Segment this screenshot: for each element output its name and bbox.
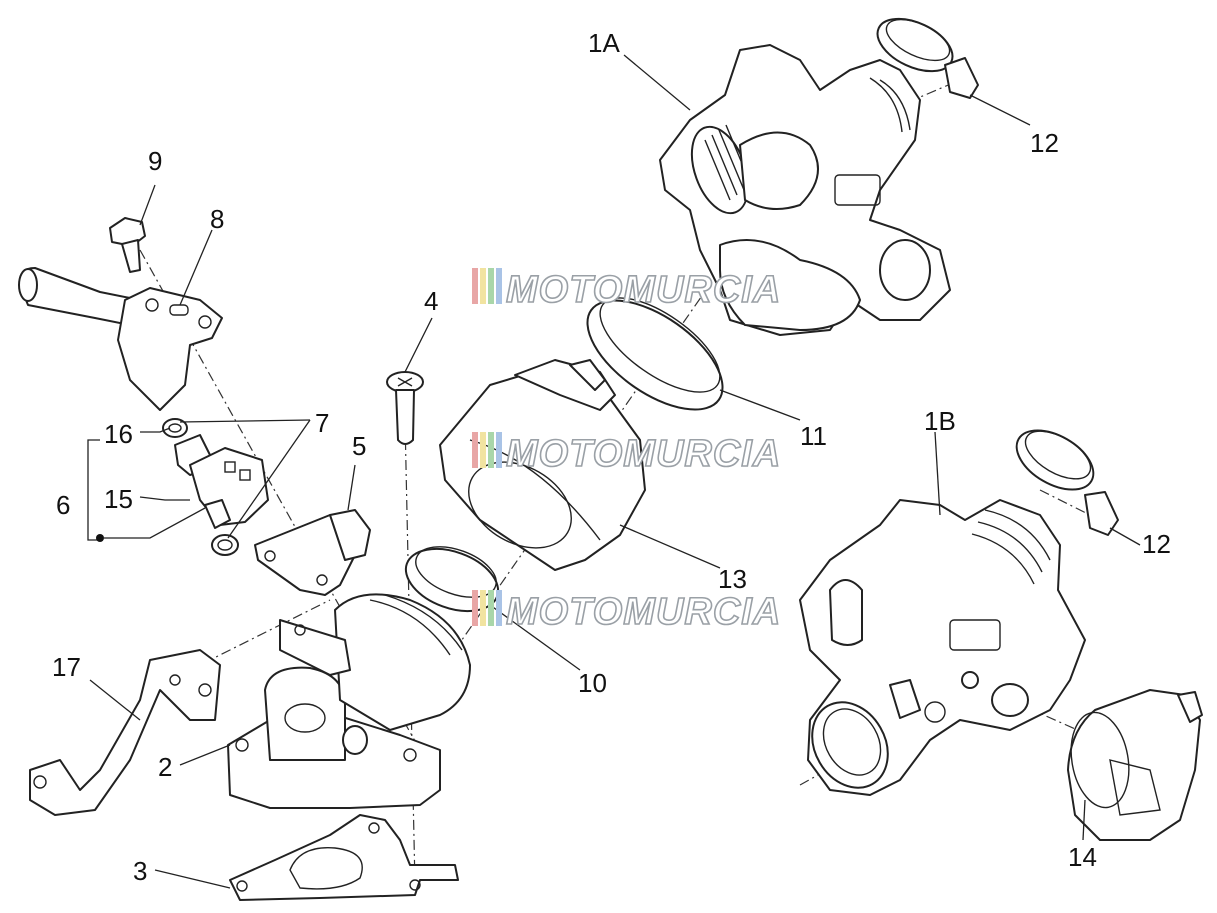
- watermark-text: MOTOMURCIA: [506, 269, 781, 311]
- callout-14: 14: [1068, 842, 1097, 872]
- watermark-text: MOTOMURCIA: [506, 591, 781, 633]
- part-11-clamp: [586, 297, 724, 411]
- callout-5: 5: [352, 431, 366, 461]
- callout-3: 3: [133, 856, 147, 886]
- part-8-injector-holder: [18, 267, 223, 411]
- callout-8: 8: [210, 204, 224, 234]
- callout-1A: 1A: [588, 28, 620, 58]
- part-6-injector: [174, 434, 269, 529]
- callout-12-right: 12: [1142, 529, 1171, 559]
- callout-9: 9: [148, 146, 162, 176]
- part-2-intake-manifold: [227, 593, 471, 809]
- leader-lines: [87, 54, 1141, 889]
- callout-7: 7: [315, 408, 329, 438]
- callout-15: 15: [104, 484, 133, 514]
- part-12-clamp-top: [876, 17, 979, 99]
- callout-12-top: 12: [1030, 128, 1059, 158]
- callout-17: 17: [52, 652, 81, 682]
- part-17-bracket: [29, 649, 221, 816]
- watermark-middle: MOTOMURCIA: [472, 432, 781, 476]
- callout-13: 13: [718, 564, 747, 594]
- callout-4: 4: [424, 286, 438, 316]
- callouts: 1A 12 11 13 10 1B 12 14 4 5 9 8 7 16 15 …: [52, 28, 1171, 886]
- part-3-gasket: [229, 814, 459, 901]
- watermark-bottom: MOTOMURCIA: [472, 590, 781, 634]
- callout-10: 10: [578, 668, 607, 698]
- callout-11: 11: [800, 421, 827, 451]
- part-4-screw: [386, 371, 424, 445]
- part-14-cover: [1067, 689, 1203, 841]
- part-5-plate: [254, 509, 371, 596]
- callout-16: 16: [104, 419, 133, 449]
- part-12-clamp-right: [1015, 429, 1119, 536]
- part-15-o-ring: [211, 534, 239, 556]
- part-16-o-ring: [162, 418, 188, 438]
- callout-1B: 1B: [924, 406, 956, 436]
- watermark-text: MOTOMURCIA: [506, 433, 781, 475]
- part-1A-throttle-body: [659, 44, 951, 336]
- callout-2: 2: [158, 752, 172, 782]
- watermark-top: MOTOMURCIA: [472, 268, 781, 312]
- part-1B-throttle-body: [799, 499, 1086, 796]
- callout-6: 6: [56, 490, 70, 520]
- part-13-adaptor: [439, 359, 646, 571]
- part-9-bolt: [109, 217, 146, 273]
